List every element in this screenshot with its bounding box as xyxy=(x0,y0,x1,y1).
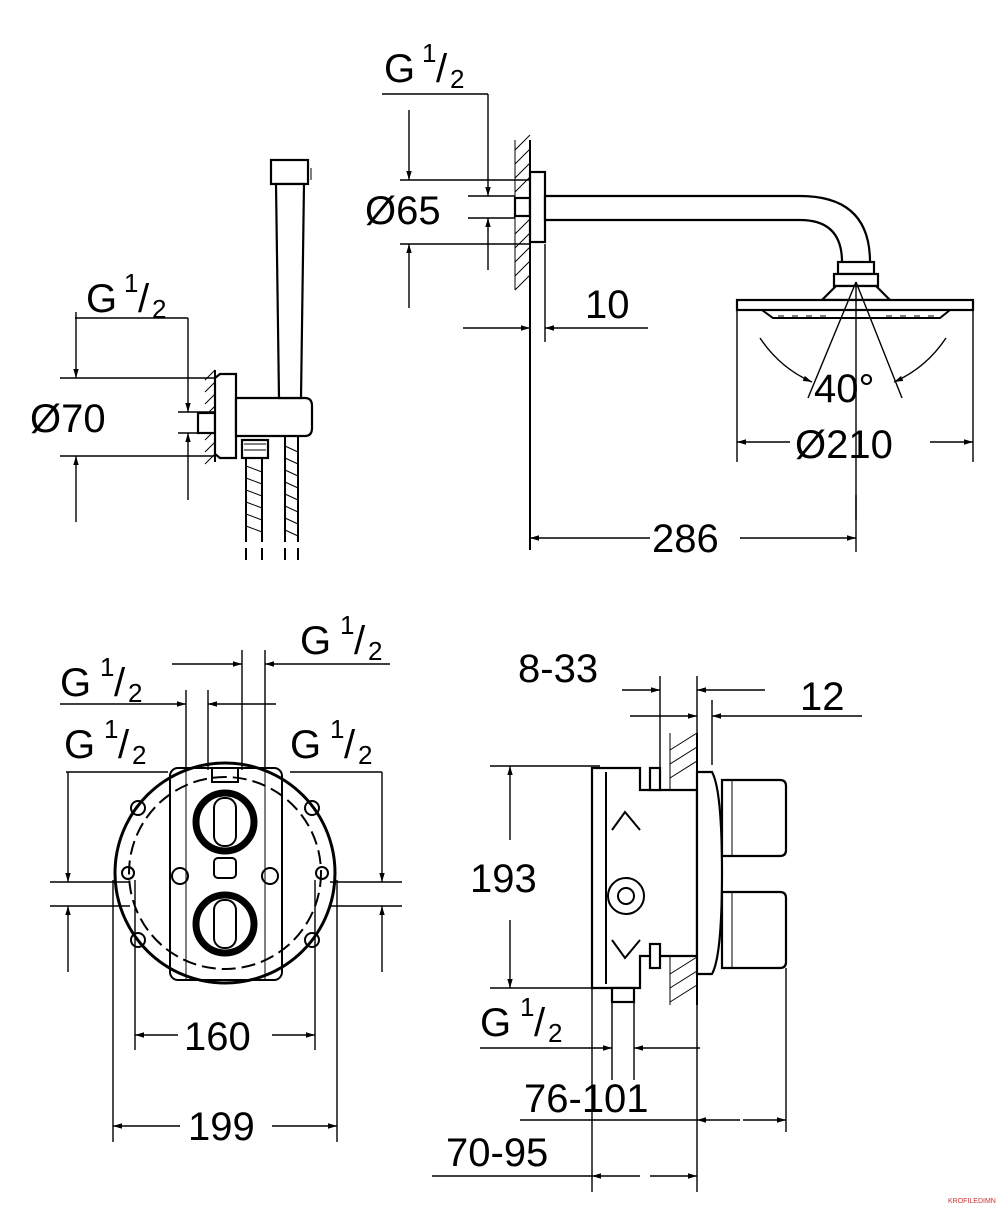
side-plate: 12 xyxy=(800,675,845,719)
side-inlet-port-inner xyxy=(617,887,635,905)
hand-flange-dia: Ø70 xyxy=(30,397,106,441)
upper-knob-slot xyxy=(213,797,237,847)
side-bottom-g: G xyxy=(480,1001,511,1045)
valve-side-view: 8-33 12 xyxy=(432,647,862,1192)
hose-connector-knurl xyxy=(244,443,266,451)
projection: 286 xyxy=(652,517,719,561)
side-depth-a: 76-101 xyxy=(524,1077,649,1121)
side-rib-bottom xyxy=(611,939,641,960)
hose-break-lines xyxy=(245,548,299,560)
side-bottom-num: 1 xyxy=(520,992,534,1022)
front-tr-den: 2 xyxy=(368,636,382,666)
valve-front-view: G 1 / 2 G 1 / 2 G 1 / 2 G 1 / 2 xyxy=(50,610,402,1149)
upper-valve-knob xyxy=(192,789,258,855)
front-tr-num: 1 xyxy=(340,610,354,640)
hose-left xyxy=(245,458,263,542)
lower-valve-knob xyxy=(192,891,258,957)
arm-thread-g: G xyxy=(384,47,415,91)
arm-outlet-stub xyxy=(513,196,532,218)
side-valve-body xyxy=(590,766,699,990)
side-inlet-port xyxy=(607,877,645,915)
outer-width: 199 xyxy=(188,1105,255,1149)
arm-wall-hatch xyxy=(514,134,531,291)
side-height: 193 xyxy=(470,857,537,901)
front-l-g: G xyxy=(64,723,95,767)
inner-width: 160 xyxy=(184,1015,251,1059)
side-bottom-slash: / xyxy=(534,1001,546,1045)
wall-offset: 10 xyxy=(585,283,630,327)
front-r-den: 2 xyxy=(358,740,372,770)
hand-shower-handle xyxy=(274,182,306,400)
front-r-slash: / xyxy=(344,723,356,767)
front-tl-g: G xyxy=(60,661,91,705)
hand-shower-head xyxy=(269,158,310,186)
side-clip-bottom xyxy=(648,942,662,970)
front-tr-slash: / xyxy=(354,619,366,663)
spray-angle-line-left xyxy=(807,281,857,399)
valve-body-outer xyxy=(113,761,337,985)
side-clip-top xyxy=(648,766,662,792)
hand-holder xyxy=(234,396,314,438)
watermark: KROFILEDIMN xyxy=(948,1198,996,1205)
valve-top-tab xyxy=(211,767,239,783)
valve-body-bosses xyxy=(121,800,329,948)
hand-thread-den: 2 xyxy=(152,294,166,324)
arm-thread-num: 1 xyxy=(422,38,436,68)
hand-thread-slash: / xyxy=(138,277,150,321)
shower-arm-pipe xyxy=(543,194,872,267)
arm-thread-den: 2 xyxy=(450,64,464,94)
spray-angle: 40° xyxy=(814,367,875,411)
center-lug xyxy=(213,857,237,879)
side-bottom-den: 2 xyxy=(548,1018,562,1048)
spray-angle-arc-right xyxy=(893,337,947,383)
arm-joint-1 xyxy=(836,260,876,276)
shower-arm-view: G 1 / 2 Ø65 xyxy=(365,38,975,561)
side-lower-handle xyxy=(720,890,788,970)
side-wall-hatch xyxy=(669,732,698,1003)
front-tl-num: 1 xyxy=(100,652,114,682)
arm-flange-dia: Ø65 xyxy=(365,189,441,233)
valve-body-inner xyxy=(128,776,322,970)
shower-head-plate xyxy=(735,298,975,312)
side-rib-top xyxy=(611,810,641,831)
hose-connector xyxy=(240,438,270,460)
lower-knob-slot xyxy=(213,899,237,949)
arm-thread-slash: / xyxy=(436,47,448,91)
front-tl-den: 2 xyxy=(128,678,142,708)
side-bottom-outlet xyxy=(610,986,636,1004)
hand-thread-g: G xyxy=(86,277,117,321)
side-depth-b: 70-95 xyxy=(446,1131,548,1175)
arm-flange xyxy=(528,170,547,244)
hand-flange xyxy=(213,372,238,460)
side-depth-range: 8-33 xyxy=(518,647,598,691)
front-tl-slash: / xyxy=(114,661,126,705)
front-l-slash: / xyxy=(118,723,130,767)
front-tr-g: G xyxy=(300,619,331,663)
side-cover-plate xyxy=(695,770,724,976)
front-r-num: 1 xyxy=(330,714,344,744)
hose-right xyxy=(284,436,299,542)
front-l-den: 2 xyxy=(132,740,146,770)
spray-angle-arc-left xyxy=(759,337,813,383)
hand-thread-num: 1 xyxy=(124,268,138,298)
front-r-g: G xyxy=(290,723,321,767)
hand-outlet-stub xyxy=(196,411,217,435)
head-dia: Ø210 xyxy=(795,423,893,467)
front-l-num: 1 xyxy=(104,714,118,744)
hand-shower-view: G 1 / 2 Ø70 xyxy=(30,158,314,560)
side-upper-handle xyxy=(720,778,788,858)
